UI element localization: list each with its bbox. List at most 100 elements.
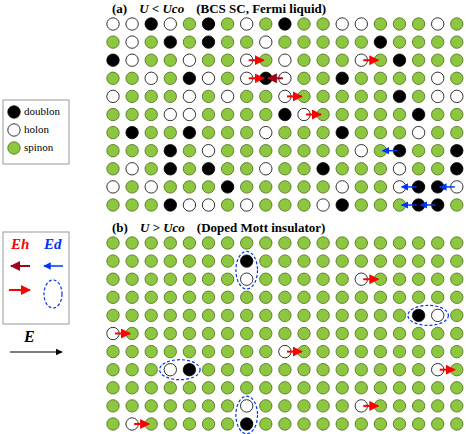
field-arrow [10, 351, 62, 352]
site [202, 199, 214, 211]
site [432, 255, 444, 267]
site [451, 345, 463, 357]
site [298, 18, 310, 30]
site [164, 400, 176, 412]
site [451, 400, 463, 412]
site [451, 126, 463, 138]
site [393, 126, 405, 138]
site [355, 345, 367, 357]
site [279, 255, 291, 267]
site [260, 36, 272, 48]
site [336, 237, 348, 249]
site [107, 181, 119, 193]
site [279, 382, 291, 394]
site [183, 364, 195, 376]
site [451, 18, 463, 30]
site [298, 382, 310, 394]
site [260, 90, 272, 102]
site [164, 309, 176, 321]
site [298, 309, 310, 321]
site [451, 255, 463, 267]
site [221, 382, 233, 394]
site [221, 181, 233, 193]
site [279, 145, 291, 157]
site [202, 255, 214, 267]
site [221, 309, 233, 321]
site [451, 36, 463, 48]
site [355, 145, 367, 157]
site [221, 400, 233, 412]
site [317, 145, 329, 157]
site [145, 345, 157, 357]
site [107, 345, 119, 357]
site [260, 145, 272, 157]
site [164, 90, 176, 102]
site [145, 309, 157, 321]
site [107, 364, 119, 376]
site [412, 255, 424, 267]
site [355, 255, 367, 267]
site [260, 309, 272, 321]
site [451, 54, 463, 66]
site [317, 364, 329, 376]
site [183, 72, 195, 84]
site [260, 273, 272, 285]
site [260, 400, 272, 412]
site [164, 181, 176, 193]
site [374, 382, 386, 394]
site [374, 418, 386, 430]
site [202, 72, 214, 84]
site [336, 400, 348, 412]
site [241, 163, 253, 175]
hop-arrow [134, 423, 149, 425]
site [451, 418, 463, 430]
site [107, 255, 119, 267]
condition: U < Uco [139, 1, 184, 17]
site [317, 291, 329, 303]
site [374, 90, 386, 102]
site [164, 345, 176, 357]
site [451, 309, 463, 321]
site [183, 237, 195, 249]
site [412, 72, 424, 84]
site [317, 90, 329, 102]
site [298, 255, 310, 267]
site [317, 327, 329, 339]
site [183, 108, 195, 120]
site [202, 145, 214, 157]
site [183, 291, 195, 303]
site [183, 418, 195, 430]
hop-arrow [402, 186, 417, 188]
site [432, 418, 444, 430]
site [336, 291, 348, 303]
site [241, 36, 253, 48]
site [260, 345, 272, 357]
site [202, 108, 214, 120]
site [107, 291, 119, 303]
site [164, 327, 176, 339]
site [412, 309, 424, 321]
site [432, 54, 444, 66]
site [126, 237, 138, 249]
site [221, 126, 233, 138]
site [241, 145, 253, 157]
site [412, 364, 424, 376]
site [221, 90, 233, 102]
site [241, 364, 253, 376]
site [374, 72, 386, 84]
doublon-arrow [44, 265, 63, 267]
site [202, 36, 214, 48]
site [126, 199, 138, 211]
site [336, 309, 348, 321]
site [241, 418, 253, 430]
site [183, 54, 195, 66]
site [336, 145, 348, 157]
site [164, 145, 176, 157]
site [164, 72, 176, 84]
hop-arrow [440, 186, 455, 188]
site [298, 400, 310, 412]
site [279, 273, 291, 285]
site [355, 291, 367, 303]
site [202, 327, 214, 339]
